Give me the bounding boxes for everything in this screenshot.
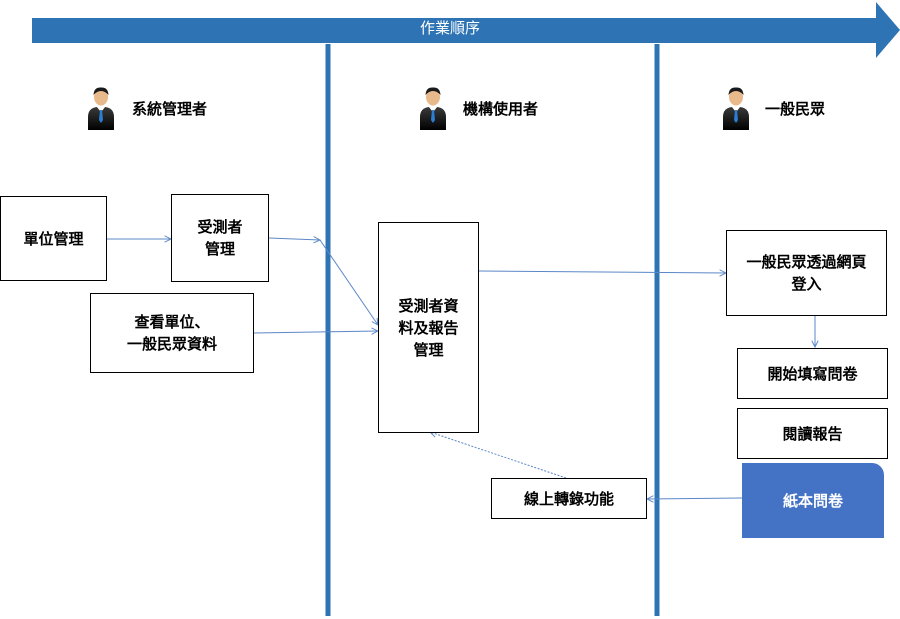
subject-report-management-box[interactable]: 受測者資 料及報告 管理 [378,222,479,433]
connector-report-mgmt-to-login [478,271,726,273]
actor-label-system-admin: 系統管理者 [132,100,208,118]
public-web-login-box[interactable]: 一般民眾透過網頁 登入 [726,230,887,316]
sequence-banner-arrow [32,2,900,58]
person-icon [723,87,749,130]
connector-lane-to-report-mgmt [319,239,378,325]
unit-management-box[interactable]: 單位管理 [0,196,107,281]
connector-subject-to-lane [268,238,320,240]
paper-questionnaire-box[interactable]: 紙本問卷 [742,463,884,538]
view-data-box[interactable]: 查看單位、 一般民眾資料 [90,293,254,373]
sequence-banner-label: 作業順序 [419,19,480,37]
connector-transcription-to-report-mgmt [430,432,567,479]
connector-view-to-report-mgmt [253,331,378,333]
subject-management-box[interactable]: 受測者 管理 [171,194,269,282]
start-questionnaire-box[interactable]: 開始填寫問卷 [737,348,888,399]
person-icon [88,87,114,130]
actor-label-institution-user: 機構使用者 [463,100,539,118]
online-transcription-box[interactable]: 線上轉錄功能 [491,478,647,519]
read-report-box[interactable]: 閱讀報告 [737,408,888,459]
actor-label-general-public: 一般民眾 [765,100,826,118]
connector-paper-to-transcription [647,498,743,499]
person-icon [420,87,446,130]
